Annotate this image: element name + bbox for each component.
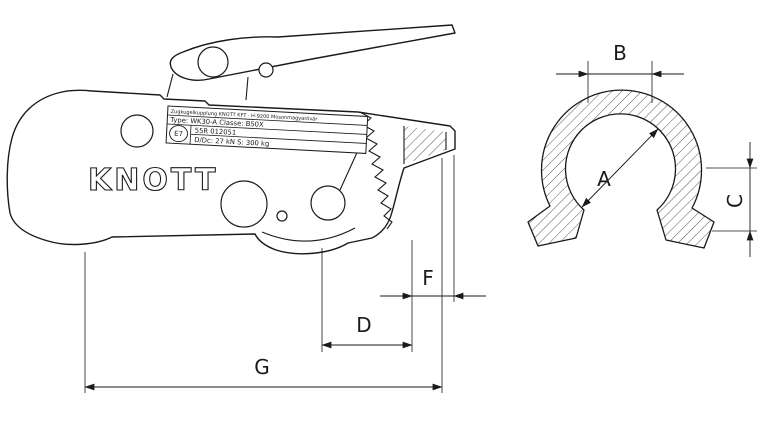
dimension-g: G [84,158,443,393]
bolt-hole-front [120,114,154,148]
release-handle-outline [169,24,456,81]
handle-pivot-hole [197,46,229,78]
handle-rivet-hole [258,62,274,78]
e-mark-text: E7 [174,130,183,138]
dimension-annotations: B A C F D [84,41,757,393]
dim-label-g: G [254,355,270,379]
rivet-hole [276,210,288,222]
dimension-b: B [556,41,684,103]
brand-logo-text: KNOTT [88,163,218,198]
clamp-pivot-hole [220,180,268,228]
dimension-arrow-line [581,128,659,208]
dim-label-b: B [613,41,627,65]
jaw-lower-edge [261,227,356,242]
dim-label-f: F [422,266,434,290]
socket-cross-section [527,89,715,249]
dim-label-a: A [597,167,611,191]
jaw-roller-hole [310,185,346,221]
plate-load-text: D/Dc: 27 kN S: 300 kg [194,136,269,148]
serrated-clamp-edge [359,111,393,230]
handle-bracket-line [245,76,249,101]
e-mark-oval [169,125,189,143]
ball-socket-section-hatch [404,126,446,164]
dim-label-c: C [723,194,747,208]
dimension-f: F [380,155,486,352]
plate-divider [167,114,368,126]
plate-divider [189,125,192,145]
dimension-a: A [581,128,659,208]
coupling-side-view: KNOTT Zugkugelkupplung KNOTT KFT · H-920… [6,24,456,255]
plate-approval-text: 55R 012051 [195,127,237,137]
type-plate: Zugkugelkupplung KNOTT KFT · H-9200 Moso… [165,105,369,154]
plate-divider [190,133,367,144]
section-material [527,89,715,249]
dimension-c: C [706,142,757,257]
handle-bracket-line [166,73,174,98]
plate-divider [167,123,367,135]
dim-label-d: D [356,313,371,337]
dimension-d: D [321,248,413,352]
